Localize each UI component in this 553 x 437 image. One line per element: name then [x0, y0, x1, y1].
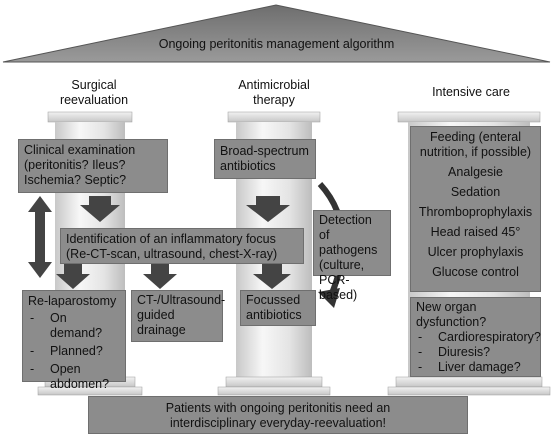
inflammatory-focus-line: Identification of an inflammatory focus [66, 232, 276, 246]
header-intensive: Intensive care [432, 85, 510, 99]
down-arrow-icon [143, 264, 177, 289]
intensive-item: Sedation [450, 185, 501, 199]
header-antimicrobial-line1: Antimicrobial [238, 78, 310, 92]
down-arrow-icon [80, 196, 120, 222]
drainage-line: drainage [137, 323, 186, 337]
drainage-line: CT-/Ultrasound- [137, 293, 226, 307]
intensive-item: Thromboprophylaxis [418, 205, 533, 219]
diagram-title: Ongoing peritonitis management algorithm [158, 37, 395, 51]
new-organ-title-line: dysfunction? [416, 315, 487, 329]
focussed-line: antibiotics [246, 308, 302, 322]
new-organ-item: Liver damage? [416, 360, 535, 375]
intensive-item-feeding: Feeding (enteral nutrition, if possible) [419, 130, 532, 159]
clinical-exam-line: (peritonitis? Ileus? [24, 158, 126, 172]
relaparostomy-item: Open abdomen? [28, 362, 120, 392]
intensive-item: Analgesie [448, 165, 503, 179]
new-organ-title-line: New organ [416, 300, 477, 314]
relaparostomy-item: On demand? [28, 311, 120, 341]
roof [2, 4, 551, 63]
intensive-item: Head raised 45° [430, 225, 521, 239]
broad-spectrum-line: Broad-spectrum [220, 144, 309, 158]
header-surgical-line1: Surgical [71, 78, 117, 92]
drainage-line: guided [137, 308, 175, 322]
down-arrow-icon [246, 196, 290, 222]
clinical-examination-box: Clinical examination (peritonitis? Ileus… [18, 139, 168, 193]
inflammatory-focus-line: (Re-CT-scan, ultrasound, chest-X-ray) [66, 247, 278, 261]
detection-line: PCR-based) [319, 273, 358, 302]
footer-line: interdisciplinary everyday-reevaluation! [169, 416, 387, 430]
detection-line: Detection of [319, 213, 372, 242]
new-organ-list: Cardiorespiratory? Diuresis? Liver damag… [416, 330, 541, 375]
drainage-box: CT-/Ultrasound- guided drainage [131, 290, 226, 342]
down-arrow-icon [253, 264, 291, 289]
detection-line: pathogens [319, 243, 378, 257]
new-organ-item: Cardiorespiratory? [416, 330, 541, 345]
new-organ-dysfunction-box: New organ dysfunction? Cardiorespiratory… [410, 297, 541, 377]
footer-box: Patients with ongoing peritonitis need a… [88, 396, 468, 434]
down-arrow-icon [56, 264, 90, 289]
inflammatory-focus-box: Identification of an inflammatory focus … [60, 228, 304, 264]
broad-spectrum-line: antibiotics [220, 159, 276, 173]
new-organ-item: Diuresis? [416, 345, 535, 360]
relaparostomy-item: Planned? [28, 344, 120, 359]
intensive-care-box: Feeding (enteral nutrition, if possible)… [410, 126, 541, 292]
broad-spectrum-box: Broad-spectrum antibiotics [214, 139, 316, 179]
double-arrow-icon [28, 196, 52, 278]
relaparostomy-title: Re-laparostomy [28, 294, 117, 308]
focussed-antibiotics-box: Focussed antibiotics [240, 290, 316, 326]
footer-line: Patients with ongoing peritonitis need a… [165, 401, 391, 415]
header-surgical: Surgical reevaluation [34, 78, 154, 108]
relaparostomy-box: Re-laparostomy On demand? Planned? Open … [22, 290, 126, 391]
header-surgical-line2: reevaluation [59, 93, 129, 107]
intensive-item: Glucose control [432, 265, 519, 279]
intensive-item: Ulcer prophylaxis [427, 245, 524, 259]
clinical-exam-line: Ischemia? Septic? [24, 173, 127, 187]
detection-line: (culture, [319, 258, 365, 272]
header-antimicrobial-line2: therapy [253, 93, 295, 107]
focussed-line: Focussed [246, 293, 301, 307]
relaparostomy-list: On demand? Planned? Open abdomen? [28, 311, 120, 392]
detection-pathogens-box: Detection of pathogens (culture, PCR-bas… [313, 210, 391, 302]
header-antimicrobial: Antimicrobial therapy [214, 78, 334, 108]
clinical-exam-line: Clinical examination [24, 143, 136, 157]
